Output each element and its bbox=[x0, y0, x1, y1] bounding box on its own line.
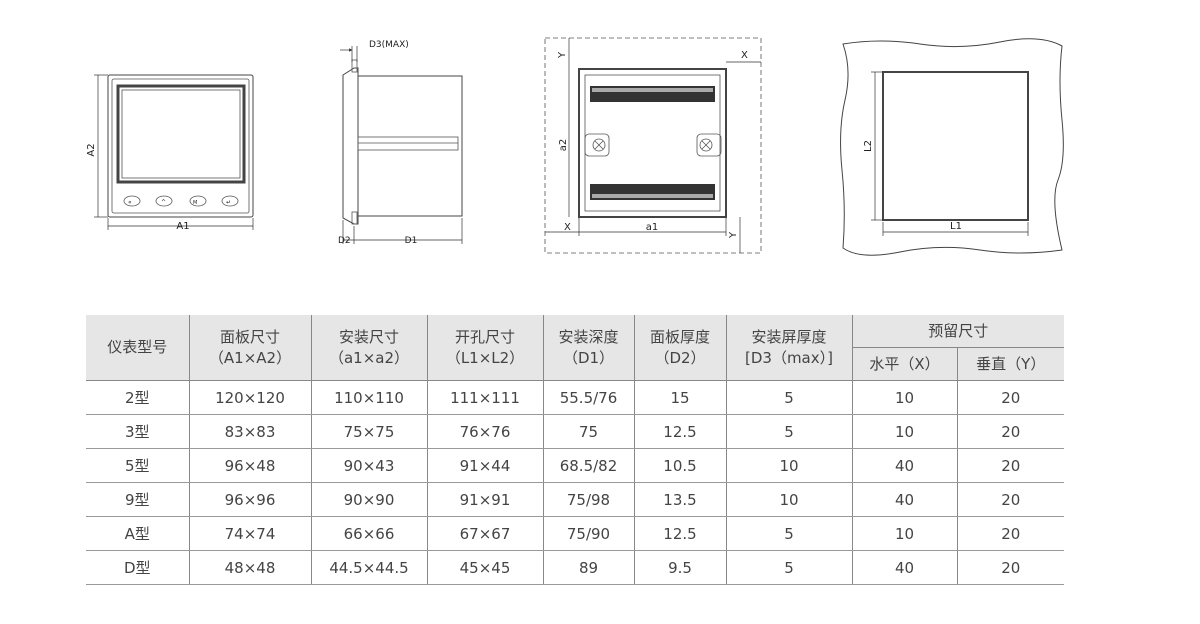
svg-text:↵: ↵ bbox=[226, 199, 231, 206]
cell-y: 20 bbox=[957, 516, 1064, 551]
terminal-bottom bbox=[590, 184, 715, 200]
header-reserve: 预留尺寸 bbox=[852, 315, 1064, 348]
label-y-bottom: Y bbox=[728, 231, 739, 239]
svg-text:«: « bbox=[128, 199, 132, 206]
cutout-view: L2 L1 bbox=[840, 38, 1064, 256]
label-x-bottom: X bbox=[564, 222, 571, 233]
cell-mount: 44.5×44.5 bbox=[311, 550, 428, 585]
cell-screen: 10 bbox=[726, 482, 853, 517]
cell-cutout: 76×76 bbox=[427, 414, 544, 449]
cell-mount: 110×110 bbox=[311, 380, 428, 415]
cell-screen: 5 bbox=[726, 516, 853, 551]
cell-mount: 75×75 bbox=[311, 414, 428, 449]
cell-x: 10 bbox=[852, 380, 958, 415]
cell-y: 20 bbox=[957, 482, 1064, 517]
cell-y: 20 bbox=[957, 414, 1064, 449]
cell-depth: 75 bbox=[543, 414, 635, 449]
cell-y: 20 bbox=[957, 380, 1064, 415]
label-a1: a1 bbox=[646, 222, 659, 233]
cell-model: 3型 bbox=[86, 414, 190, 449]
label-a1: A1 bbox=[176, 221, 189, 232]
header-screen: 安装屏厚度[D3（max）] bbox=[726, 315, 853, 381]
cell-panel: 48×48 bbox=[189, 550, 312, 585]
svg-text:M: M bbox=[193, 200, 197, 206]
cell-model: D型 bbox=[86, 550, 190, 585]
header-mount: 安装尺寸（a1×a2） bbox=[311, 315, 428, 381]
header-panel: 面板尺寸（A1×A2） bbox=[189, 315, 312, 381]
cell-thickness: 10.5 bbox=[634, 448, 727, 483]
label-d3: D3(MAX) bbox=[369, 40, 409, 50]
header-model: 仪表型号 bbox=[86, 315, 190, 381]
cell-panel: 96×48 bbox=[189, 448, 312, 483]
cell-depth: 89 bbox=[543, 550, 635, 585]
cell-depth: 68.5/82 bbox=[543, 448, 635, 483]
cell-screen: 5 bbox=[726, 414, 853, 449]
cell-cutout: 111×111 bbox=[427, 380, 544, 415]
front-buttons: « ^ M ↵ bbox=[123, 195, 239, 207]
cell-thickness: 13.5 bbox=[634, 482, 727, 517]
cell-panel: 96×96 bbox=[189, 482, 312, 517]
label-d2: D2 bbox=[338, 236, 351, 246]
label-x-top: X bbox=[741, 50, 748, 61]
cell-panel: 120×120 bbox=[189, 380, 312, 415]
cell-panel: 74×74 bbox=[189, 516, 312, 551]
cell-mount: 90×43 bbox=[311, 448, 428, 483]
label-l1: L1 bbox=[950, 221, 962, 232]
terminal-top bbox=[590, 86, 715, 102]
svg-text:^: ^ bbox=[161, 199, 166, 206]
cell-mount: 90×90 bbox=[311, 482, 428, 517]
cell-y: 20 bbox=[957, 550, 1064, 585]
label-l2: L2 bbox=[863, 140, 874, 152]
cell-thickness: 12.5 bbox=[634, 414, 727, 449]
header-vertical: 垂直（Y） bbox=[957, 347, 1064, 381]
cell-thickness: 15 bbox=[634, 380, 727, 415]
front-view: « ^ M ↵ A2 A1 bbox=[86, 74, 254, 232]
mounting-screw-right bbox=[696, 133, 722, 157]
cell-model: 2型 bbox=[86, 380, 190, 415]
cell-x: 40 bbox=[852, 482, 958, 517]
label-a2: A2 bbox=[86, 143, 97, 156]
cell-screen: 10 bbox=[726, 448, 853, 483]
cell-x: 10 bbox=[852, 516, 958, 551]
cell-cutout: 67×67 bbox=[427, 516, 544, 551]
cell-model: 9型 bbox=[86, 482, 190, 517]
dimension-table: 仪表型号 面板尺寸（A1×A2） 安装尺寸（a1×a2） 开孔尺寸（L1×L2）… bbox=[86, 315, 1064, 585]
cell-panel: 83×83 bbox=[189, 414, 312, 449]
cell-depth: 75/98 bbox=[543, 482, 635, 517]
header-depth: 安装深度（D1） bbox=[543, 315, 635, 381]
dimension-drawings: « ^ M ↵ A2 A1 D3(MAX) D2 D1 bbox=[86, 37, 1064, 256]
cell-x: 40 bbox=[852, 550, 958, 585]
cell-depth: 55.5/76 bbox=[543, 380, 635, 415]
cell-thickness: 9.5 bbox=[634, 550, 727, 585]
label-a2-back: a2 bbox=[558, 139, 569, 152]
cell-model: A型 bbox=[86, 516, 190, 551]
cell-y: 20 bbox=[957, 448, 1064, 483]
cell-x: 10 bbox=[852, 414, 958, 449]
header-thickness: 面板厚度（D2） bbox=[634, 315, 727, 381]
mounting-screw-left bbox=[584, 133, 610, 157]
header-cutout: 开孔尺寸（L1×L2） bbox=[427, 315, 544, 381]
header-horizontal: 水平（X） bbox=[852, 347, 958, 381]
cell-mount: 66×66 bbox=[311, 516, 428, 551]
cell-cutout: 45×45 bbox=[427, 550, 544, 585]
label-y-top: Y bbox=[557, 51, 568, 59]
cell-x: 40 bbox=[852, 448, 958, 483]
back-view: X Y a2 X a1 Y bbox=[544, 37, 762, 254]
cell-thickness: 12.5 bbox=[634, 516, 727, 551]
cell-model: 5型 bbox=[86, 448, 190, 483]
cell-screen: 5 bbox=[726, 380, 853, 415]
side-view: D3(MAX) D2 D1 bbox=[338, 40, 463, 246]
label-d1: D1 bbox=[405, 236, 418, 246]
cell-cutout: 91×44 bbox=[427, 448, 544, 483]
cell-cutout: 91×91 bbox=[427, 482, 544, 517]
cell-depth: 75/90 bbox=[543, 516, 635, 551]
cell-screen: 5 bbox=[726, 550, 853, 585]
